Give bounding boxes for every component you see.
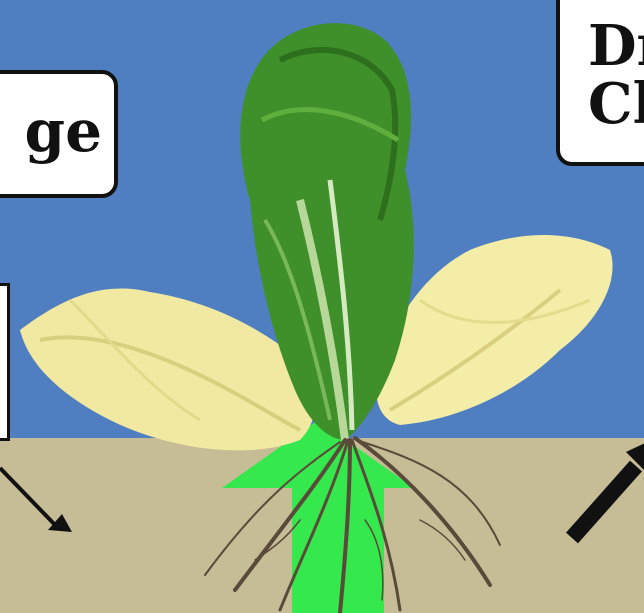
partial-label-box [0, 283, 10, 441]
callout-right-line2: Cl [588, 76, 644, 132]
callout-right-line1: Dr [588, 18, 644, 74]
callout-left: ge [0, 70, 118, 198]
callout-right: Dr Cl [556, 0, 644, 166]
callout-left-text: ge [25, 102, 102, 160]
